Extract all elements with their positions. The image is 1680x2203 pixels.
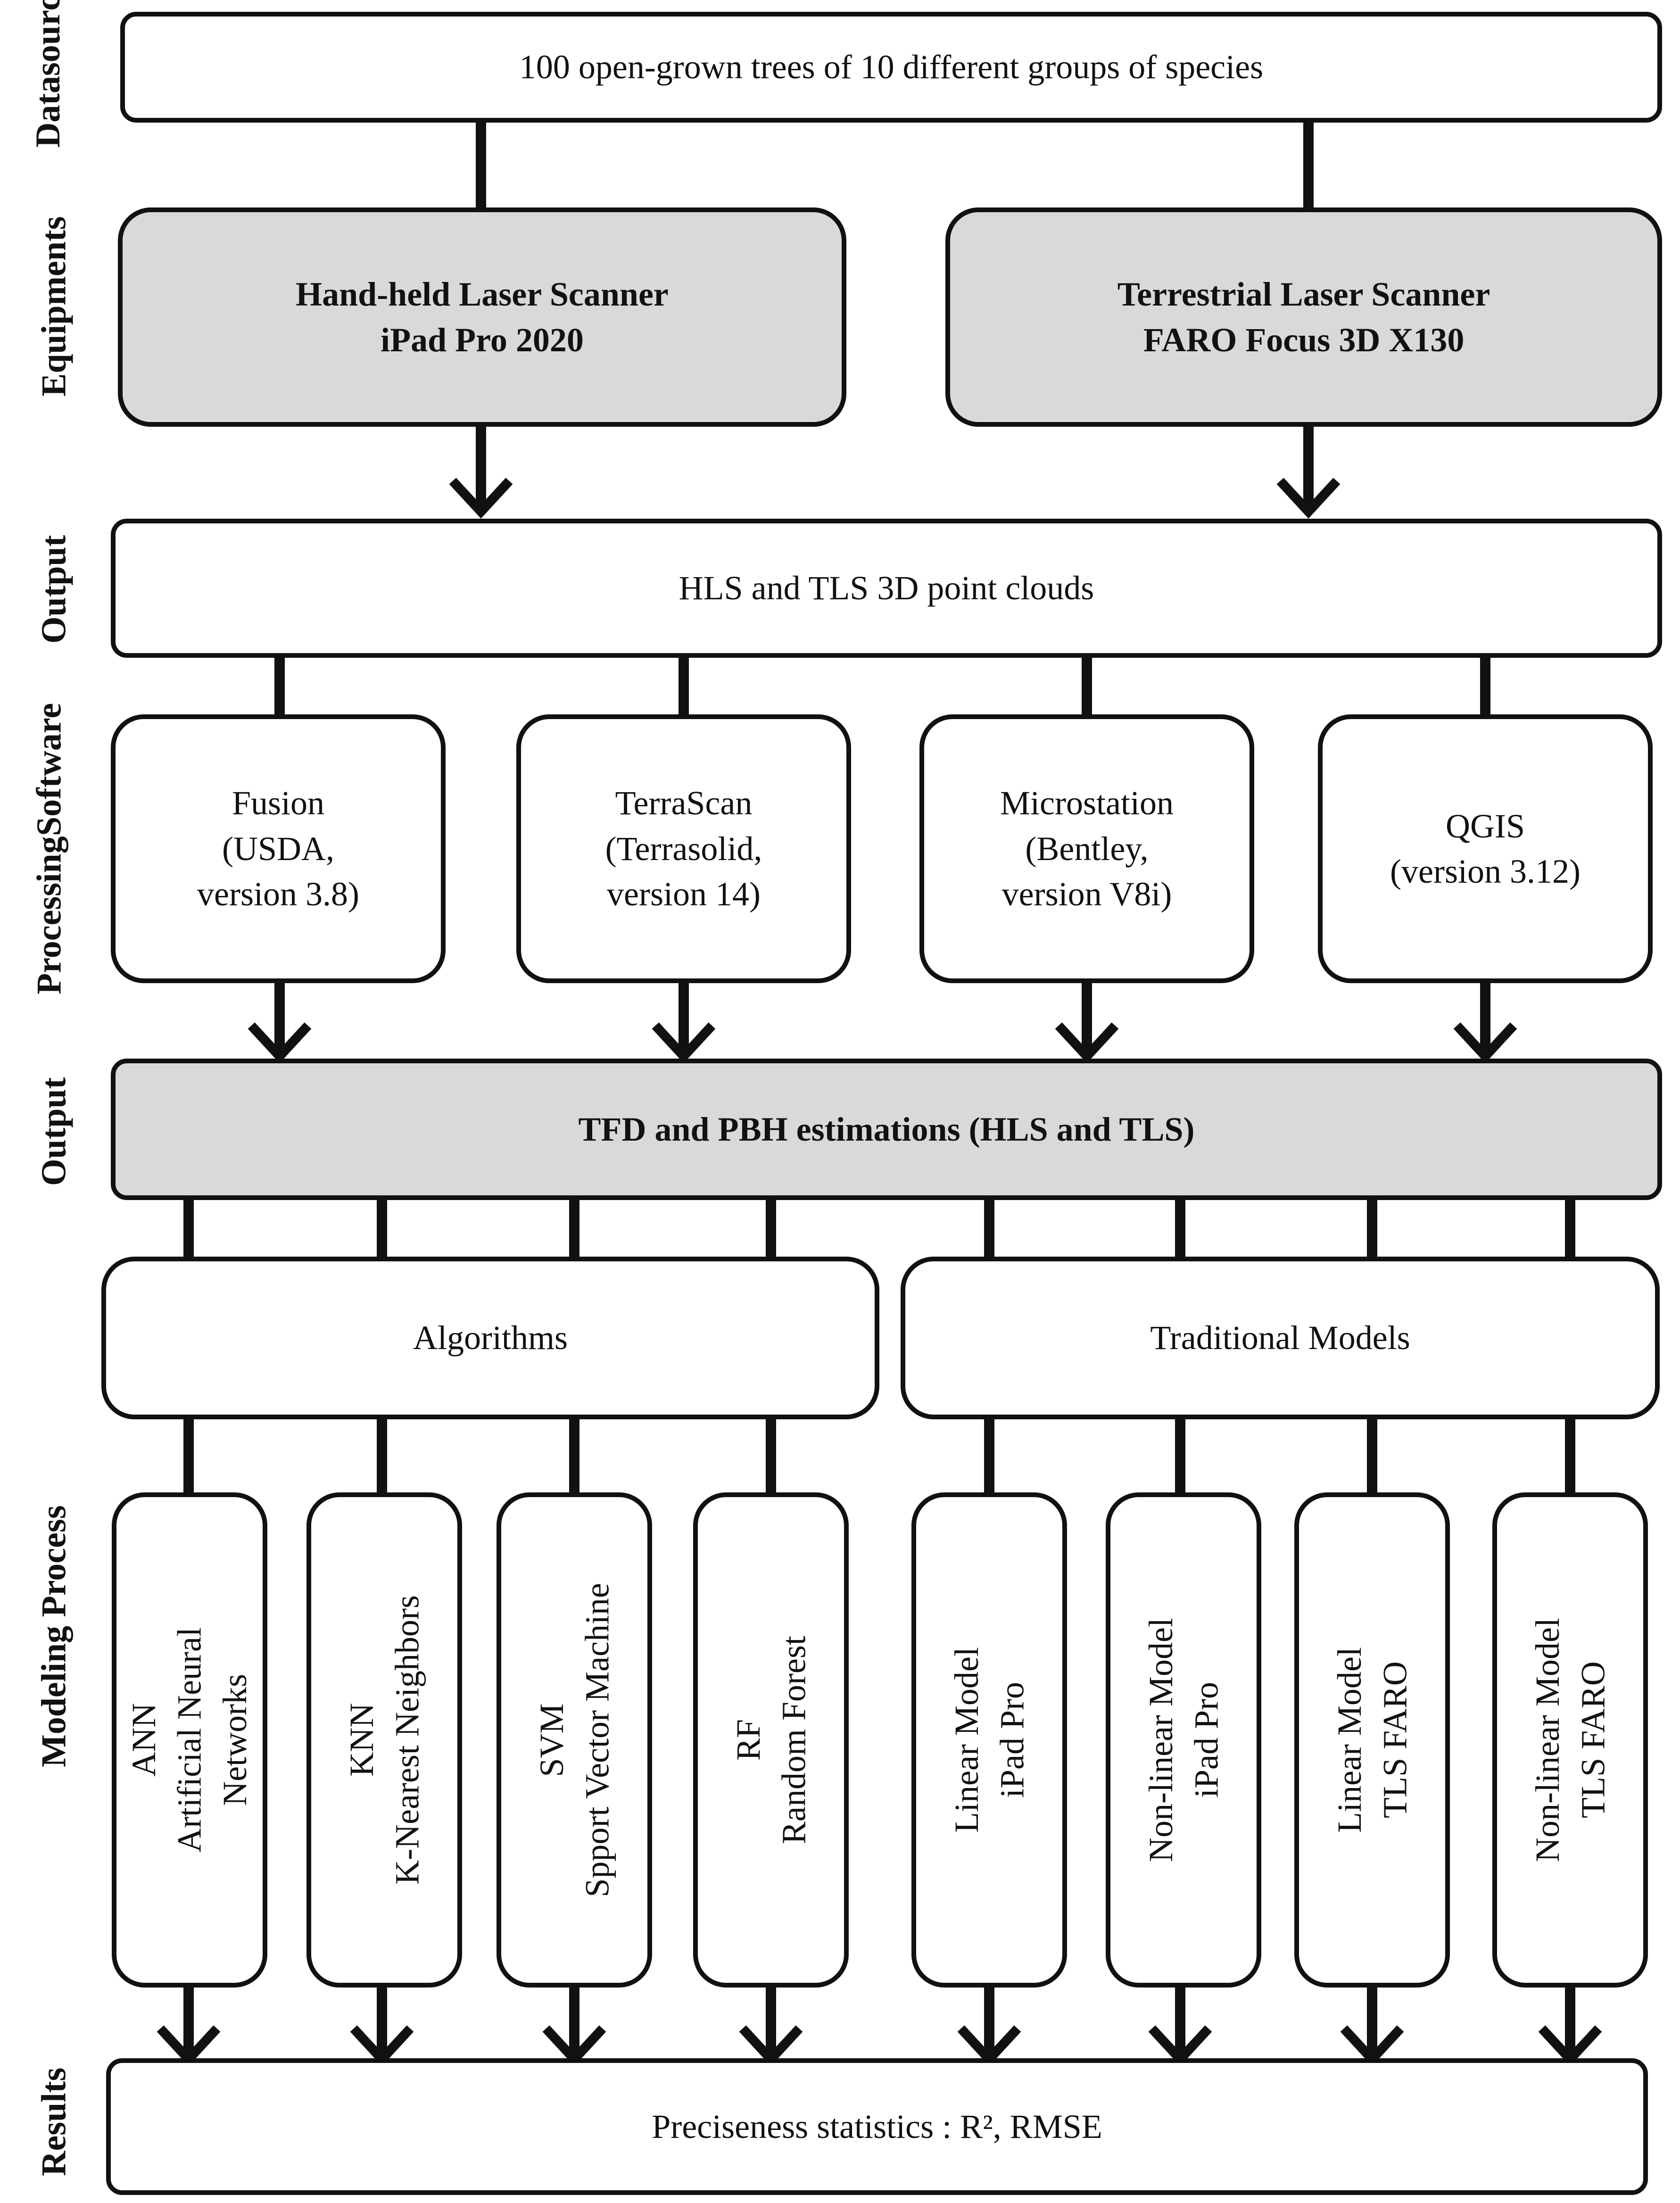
model-rf-line1: RF — [729, 1719, 767, 1761]
model-linear-ipad-line1: Linear Model — [947, 1647, 985, 1833]
estimations-box: TFD and PBH estimations (HLS and TLS) — [111, 1059, 1662, 1200]
model-linear-ipad-line2: iPad Pro — [993, 1681, 1031, 1798]
model-linear-ipad-box: Linear Model iPad Pro — [911, 1492, 1067, 1988]
side-label-results: Results — [24, 2046, 85, 2197]
side-label-equipments-text: Equipments — [34, 216, 74, 397]
side-label-output-1-text: Output — [34, 535, 74, 644]
model-svm-line2: Spport Vector Machine — [578, 1582, 616, 1897]
side-label-modeling-process-text: Modeling Process — [34, 1505, 74, 1767]
side-label-data-source-line1: Data — [29, 76, 68, 148]
side-label-processing-software: Processing Software — [5, 703, 94, 994]
equipment-tls-line1: Terrestrial Laser Scanner — [1117, 275, 1490, 314]
equipment-tls-box: Terrestrial Laser Scanner FARO Focus 3D … — [945, 207, 1662, 427]
software-qgis-box: QGIS (version 3.12) — [1318, 714, 1653, 983]
equipment-hls-line1: Hand-held Laser Scanner — [296, 275, 669, 314]
arrowhead-terrascan-est — [652, 1022, 716, 1063]
model-ann-box: ANN Artificial Neural Networks — [112, 1492, 267, 1988]
model-ann-line1: ANN — [125, 1703, 163, 1777]
model-ann-line3: Networks — [216, 1674, 254, 1806]
side-label-data-source-line2: source — [29, 0, 68, 76]
side-label-processing-line1: Processing — [30, 836, 69, 994]
arrowhead-tls-output — [1276, 478, 1341, 519]
side-label-output-1: Output — [24, 519, 85, 660]
model-knn-line1: KNN — [342, 1703, 381, 1777]
model-nonlinear-faro-box: Non-linear Model TLS FARO — [1492, 1492, 1648, 1988]
side-label-data-source: Data source — [7, 0, 90, 148]
software-qgis-line1: QGIS — [1445, 807, 1525, 845]
model-nonlinear-faro-line2: TLS FARO — [1574, 1661, 1612, 1819]
software-microstation-box: Microstation (Bentley, version V8i) — [919, 714, 1254, 983]
side-label-modeling-process: Modeling Process — [24, 1438, 85, 1834]
software-terrascan-box: TerraScan (Terrasolid, version 14) — [516, 714, 851, 983]
model-nonlinear-ipad-box: Non-linear Model iPad Pro — [1106, 1492, 1261, 1988]
point-clouds-text: HLS and TLS 3D point clouds — [679, 569, 1094, 607]
model-knn-line2: K-Nearest Neighbors — [388, 1595, 426, 1885]
software-terrascan-line1: TerraScan — [615, 784, 753, 822]
results-box: Preciseness statistics : R², RMSE — [106, 2058, 1648, 2195]
arrowhead-fusion-est — [248, 1022, 312, 1063]
results-text: Preciseness statistics : R², RMSE — [652, 2107, 1102, 2145]
side-label-processing-line2: Software — [30, 703, 69, 836]
arrowhead-hls-output — [449, 478, 513, 519]
model-svm-box: SVM Spport Vector Machine — [497, 1492, 652, 1988]
model-rf-line2: Random Forest — [775, 1636, 812, 1844]
model-svm-line1: SVM — [532, 1703, 571, 1777]
model-linear-faro-line1: Linear Model — [1330, 1647, 1368, 1833]
model-ann-line2: Artificial Neural — [170, 1627, 208, 1853]
model-nonlinear-ipad-line2: iPad Pro — [1187, 1681, 1225, 1798]
model-linear-faro-line2: TLS FARO — [1376, 1661, 1414, 1819]
algorithms-box: Algorithms — [101, 1257, 879, 1419]
software-fusion-line2: (USDA, — [222, 829, 334, 868]
point-clouds-box: HLS and TLS 3D point clouds — [111, 519, 1662, 658]
software-fusion-box: Fusion (USDA, version 3.8) — [111, 714, 446, 983]
side-label-equipments: Equipments — [24, 198, 85, 415]
model-nonlinear-faro-line1: Non-linear Model — [1528, 1618, 1566, 1862]
model-rf-box: RF Random Forest — [693, 1492, 849, 1988]
side-label-output-2-text: Output — [34, 1077, 74, 1186]
software-terrascan-line2: (Terrasolid, — [605, 829, 762, 868]
estimations-text: TFD and PBH estimations (HLS and TLS) — [578, 1110, 1195, 1148]
side-label-results-text: Results — [34, 2067, 74, 2177]
software-fusion-line1: Fusion — [232, 784, 325, 822]
traditional-models-box: Traditional Models — [901, 1257, 1660, 1419]
software-fusion-line3: version 3.8) — [197, 875, 359, 913]
model-knn-box: KNN K-Nearest Neighbors — [306, 1492, 462, 1988]
traditional-models-text: Traditional Models — [1150, 1319, 1410, 1357]
data-source-box: 100 open-grown trees of 10 different gro… — [120, 12, 1662, 123]
software-microstation-line2: (Bentley, — [1025, 829, 1149, 868]
equipment-tls-line2: FARO Focus 3D X130 — [1143, 321, 1465, 359]
software-microstation-line1: Microstation — [1000, 784, 1174, 822]
model-linear-faro-box: Linear Model TLS FARO — [1294, 1492, 1450, 1988]
model-nonlinear-ipad-line1: Non-linear Model — [1142, 1618, 1180, 1862]
software-microstation-line3: version V8i) — [1001, 875, 1172, 913]
arrowhead-qgis-est — [1453, 1022, 1517, 1063]
arrowhead-microstation-est — [1055, 1022, 1119, 1063]
equipment-hls-line2: iPad Pro 2020 — [381, 321, 584, 359]
algorithms-text: Algorithms — [413, 1319, 568, 1357]
side-label-output-2: Output — [24, 1061, 85, 1202]
software-terrascan-line3: version 14) — [607, 875, 761, 913]
equipment-hls-box: Hand-held Laser Scanner iPad Pro 2020 — [118, 207, 846, 427]
data-source-text: 100 open-grown trees of 10 different gro… — [519, 48, 1264, 86]
software-qgis-line2: (version 3.12) — [1390, 853, 1581, 890]
